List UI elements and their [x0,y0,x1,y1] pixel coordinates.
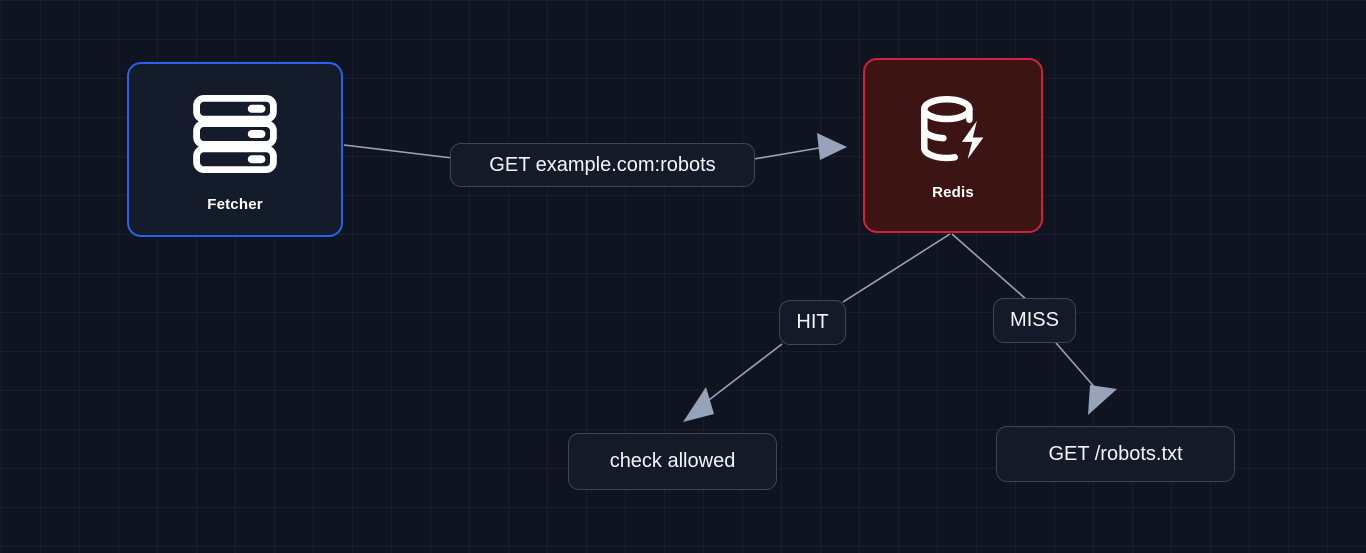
arrowhead-to-check-allowed [683,387,714,422]
edge-redis-to-miss [951,233,1028,301]
edge-hit-to-check-allowed [704,343,783,404]
node-check-allowed[interactable]: check allowed [568,433,777,490]
arrowhead-to-get-robots [1088,385,1117,415]
database-bolt-icon [912,90,994,172]
edge-label-hit[interactable]: HIT [779,300,846,345]
edge-label-get-example-robots[interactable]: GET example.com:robots [450,143,755,187]
node-fetcher[interactable]: Fetcher [127,62,343,237]
node-get-robots-txt[interactable]: GET /robots.txt [996,426,1235,482]
edge-miss-to-get-robots [1055,342,1105,399]
node-redis-label: Redis [932,184,974,201]
edge-fetcher-to-label [343,144,453,159]
edge-redis-to-hit [842,233,951,303]
arrowhead-to-redis [817,133,847,160]
edge-label-miss[interactable]: MISS [993,298,1076,343]
node-redis[interactable]: Redis [863,58,1043,233]
node-fetcher-label: Fetcher [207,196,263,213]
server-stack-icon [187,86,283,182]
edge-label-to-redis [753,146,826,160]
